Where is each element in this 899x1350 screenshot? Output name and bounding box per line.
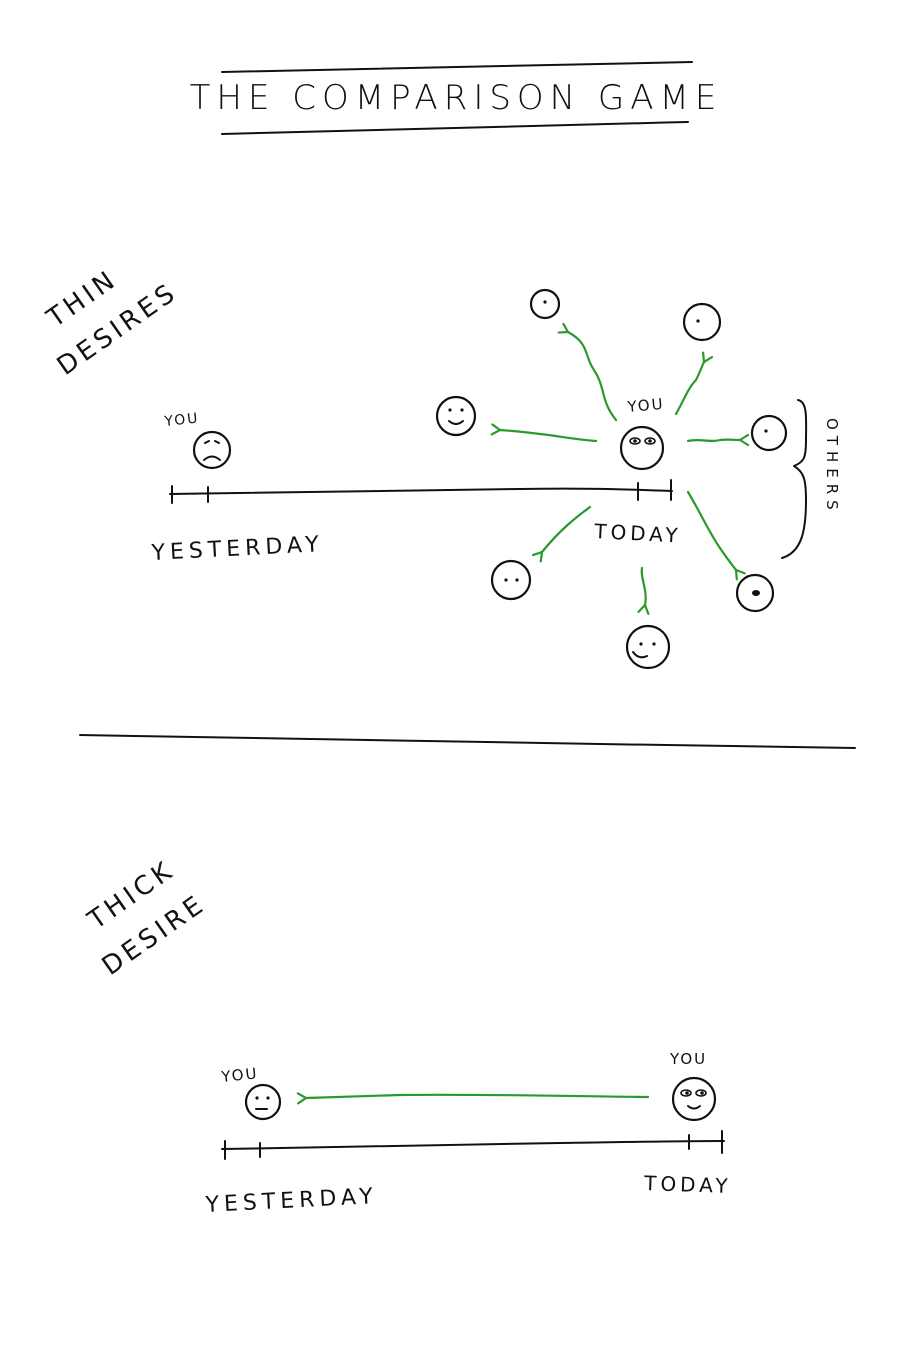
other-face-bottom-smiling <box>625 624 671 670</box>
thick-you-today-label: YOU <box>669 1050 707 1068</box>
arrow-bottom-left <box>542 505 592 552</box>
thin-today-label: TODAY <box>593 519 682 548</box>
self-comparison-arrow <box>306 1095 650 1098</box>
other-face-bottom-left <box>490 559 532 601</box>
other-face-top-right <box>682 302 722 342</box>
thin-desires-section: THIN DESIRES YOU YESTERDAY TODAY YOU <box>41 264 841 670</box>
sad-face-avatar <box>192 430 232 470</box>
title-rule-top <box>221 61 693 73</box>
thin-you-today-label: YOU <box>626 395 666 416</box>
arrow-right <box>686 440 740 441</box>
wide-eyed-face-avatar <box>619 425 665 471</box>
thick-yesterday-label: YESTERDAY <box>204 1184 378 1218</box>
thin-you-yesterday-label: YOU <box>163 410 201 430</box>
thin-timeline <box>169 479 673 504</box>
arrow-top-left <box>568 332 618 422</box>
others-label: OTHERS <box>823 418 841 516</box>
arrow-left <box>500 430 598 443</box>
other-face-top-left <box>529 288 561 320</box>
thick-timeline <box>221 1130 725 1160</box>
thin-yesterday-label: YESTERDAY <box>150 532 324 566</box>
thick-desire-section: THICK DESIRE YOU YOU YESTERDAY TODAY <box>82 855 732 1218</box>
thick-you-yesterday-label: YOU <box>220 1064 260 1086</box>
arrow-top-right <box>674 362 704 416</box>
arrow-bottom <box>642 566 646 605</box>
others-vertical-text: OTHERS <box>823 418 841 516</box>
other-face-right <box>750 414 788 452</box>
content-face-avatar <box>671 1076 717 1122</box>
others-brace <box>781 399 808 559</box>
neutral-face-avatar <box>244 1083 282 1121</box>
comparison-arrows <box>500 332 740 605</box>
page-title: THE COMPARISON GAME <box>190 78 723 118</box>
title-rule-bottom <box>221 121 689 135</box>
title-block: THE COMPARISON GAME <box>190 61 723 135</box>
other-face-smiling-left <box>435 395 477 437</box>
thick-today-label: TODAY <box>643 1171 732 1198</box>
arrow-bottom-right <box>686 490 736 570</box>
other-face-bottom-right <box>735 573 775 613</box>
section-divider <box>79 734 856 749</box>
